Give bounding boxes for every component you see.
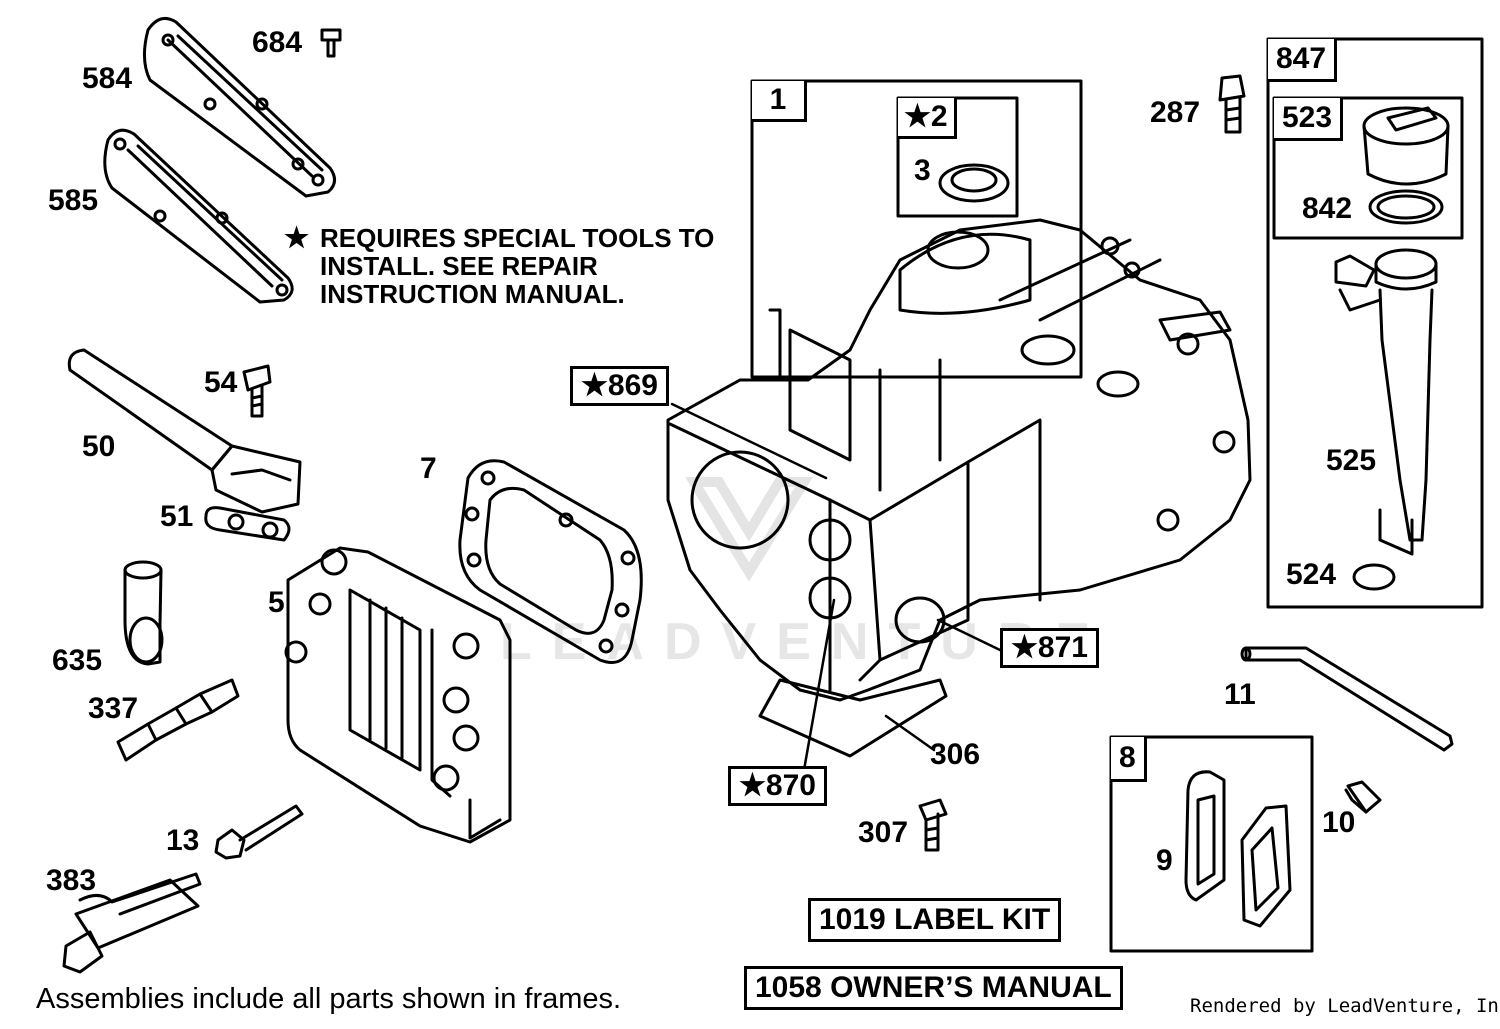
part-5-cylinder-head <box>284 546 512 844</box>
part-13-bolt <box>214 804 304 860</box>
callout-337: 337 <box>88 692 139 725</box>
part-51-gasket <box>204 506 291 542</box>
callout-585: 585 <box>48 184 99 217</box>
callout-584: 584 <box>82 62 133 95</box>
framed-callout-847: 847 <box>1268 39 1338 82</box>
callout-9: 9 <box>1156 844 1173 877</box>
part-525-dipstick-tube <box>1334 248 1438 556</box>
part-11-rod <box>1240 646 1454 752</box>
part-306-gasket <box>758 678 948 758</box>
render-credit: Rendered by LeadVenture, Inc. <box>1190 995 1500 1017</box>
label-kit-box: 1019 LABEL KIT <box>808 898 1062 942</box>
special-tools-note-text: REQUIRES SPECIAL TOOLS TO INSTALL. SEE R… <box>320 223 715 309</box>
callout-525: 525 <box>1326 444 1377 477</box>
leader-lines <box>670 402 1002 772</box>
callout-842: 842 <box>1302 192 1353 225</box>
callout-11: 11 <box>1224 678 1256 711</box>
callout-684: 684 <box>252 26 303 59</box>
callout-635: 635 <box>52 644 103 677</box>
callout-287: 287 <box>1150 96 1201 129</box>
framed-callout-523: 523 <box>1274 98 1344 141</box>
callout-5: 5 <box>268 586 285 619</box>
star-icon: ★ <box>284 222 310 253</box>
callout-383: 383 <box>46 864 97 897</box>
framed-callout-869: ★869 <box>570 366 669 406</box>
part-383-tool <box>62 872 202 974</box>
part-8-cover <box>1240 804 1292 928</box>
part-307-screw <box>918 798 948 852</box>
framed-callout-870: ★870 <box>728 766 827 806</box>
watermark: LEADVENTURE <box>500 613 1111 671</box>
part-1-cylinder-block <box>666 218 1252 702</box>
part-3-seal <box>938 163 1010 203</box>
part-337-spark-plug <box>116 678 240 762</box>
framed-callout-871: ★871 <box>1000 628 1099 668</box>
part-50-tube <box>67 348 302 514</box>
part-635-elbow <box>123 560 164 666</box>
callout-3: 3 <box>914 154 931 187</box>
part-584-gasket <box>143 16 336 198</box>
leadventure-logo-icon <box>685 477 813 582</box>
part-9-gasket <box>1184 770 1226 902</box>
callout-306: 306 <box>930 738 981 771</box>
part-842-o-ring <box>1368 189 1444 225</box>
callout-54: 54 <box>204 366 238 399</box>
callout-524: 524 <box>1286 558 1337 591</box>
framed-callout-2: ★2 <box>898 98 957 139</box>
part-585-gasket <box>103 128 294 304</box>
part-684-screw <box>320 28 342 58</box>
part-524-o-ring <box>1352 563 1396 591</box>
part-287-plug <box>1218 74 1246 134</box>
framed-callout-8: 8 <box>1111 737 1147 782</box>
callout-13: 13 <box>166 824 200 857</box>
callout-7: 7 <box>420 452 437 485</box>
callout-51: 51 <box>160 500 194 533</box>
callout-307: 307 <box>858 816 909 849</box>
part-7-head-gasket <box>458 459 643 664</box>
callout-50: 50 <box>82 430 116 463</box>
part-10-screw <box>1344 780 1382 814</box>
owners-manual-box: 1058 OWNER’S MANUAL <box>744 966 1123 1010</box>
callout-10: 10 <box>1322 806 1356 839</box>
framed-callout-1: 1 <box>752 81 807 122</box>
assemblies-footnote: Assemblies include all parts shown in fr… <box>36 983 622 1015</box>
part-54-screw <box>242 364 272 418</box>
part-523-cap <box>1362 106 1450 186</box>
